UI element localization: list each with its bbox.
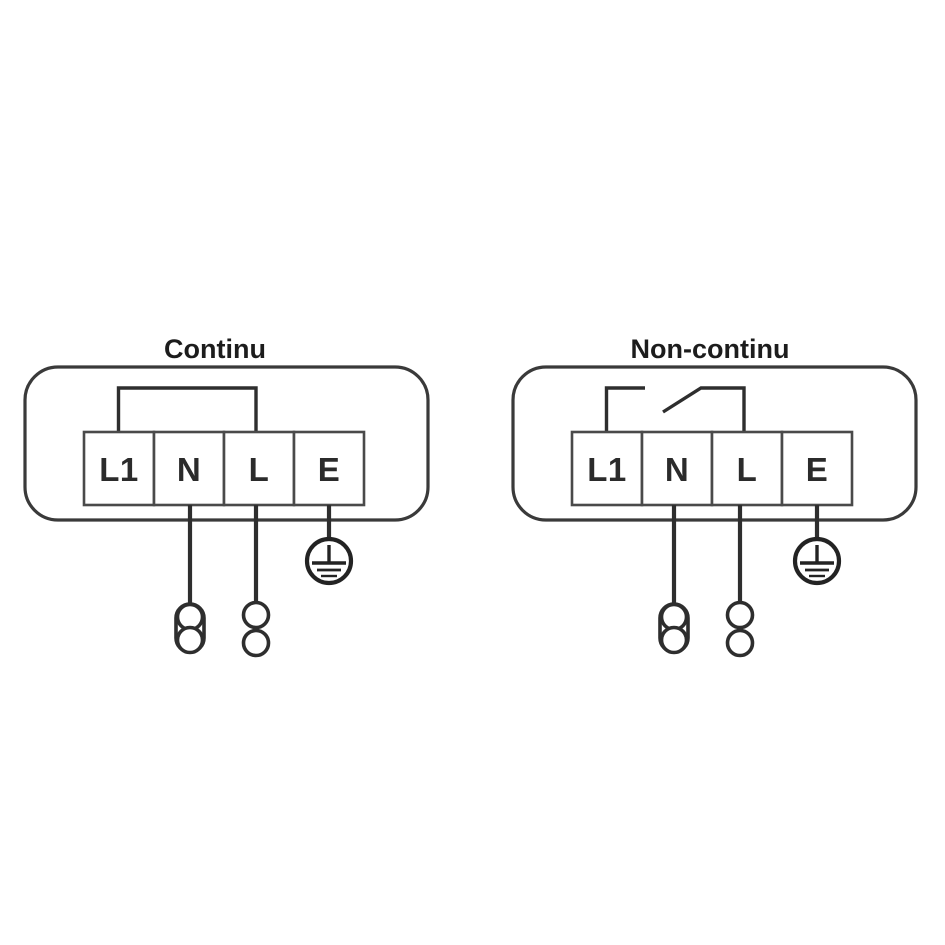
connector-circle-l-top-2 — [725, 600, 755, 630]
connector-l-pair — [241, 600, 271, 658]
earth-symbol-non-continu — [792, 536, 842, 586]
terminal-box-l-2[interactable] — [710, 430, 784, 507]
terminal-label-l1: L1 — [99, 451, 139, 488]
terminal-box-l1[interactable] — [82, 430, 156, 507]
terminal-block-continu: L1 N L E — [82, 430, 366, 507]
panel-continu: Continu L1 N L E — [23, 334, 430, 658]
earth-symbol-continu — [304, 536, 354, 586]
jumper-link-l1-to-l — [116, 386, 258, 432]
switch-blade-and-right-leg — [662, 386, 746, 432]
connector-l-pair-2 — [725, 600, 755, 658]
terminal-label-e-2: E — [806, 451, 829, 488]
panel-title-continu: Continu — [164, 334, 266, 364]
connector-circle-n-bottom-2 — [659, 625, 689, 655]
terminal-label-l1-2: L1 — [587, 451, 627, 488]
panel-title-non-continu: Non-continu — [631, 334, 790, 364]
terminal-block-non-continu: L1 N L E — [570, 430, 854, 507]
panel-non-continu: Non-continu L1 N L E — [511, 334, 918, 658]
switch-left-leg — [604, 386, 645, 432]
terminal-box-e-2[interactable] — [780, 430, 854, 507]
terminal-label-n: N — [177, 451, 201, 488]
terminal-label-e: E — [318, 451, 341, 488]
terminal-box-l1-2[interactable] — [570, 430, 644, 507]
terminal-label-l-2: L — [737, 451, 758, 488]
terminal-label-l: L — [249, 451, 270, 488]
enclosure-outline-continu — [23, 365, 430, 522]
enclosure-outline-non-continu — [511, 365, 918, 522]
connector-circle-l-bottom-2 — [725, 628, 755, 658]
connector-circle-l-bottom — [241, 628, 271, 658]
terminal-label-n-2: N — [665, 451, 689, 488]
connector-n-capsule-2 — [658, 602, 690, 655]
connector-circle-l-top — [241, 600, 271, 630]
connector-circle-n-bottom — [175, 625, 205, 655]
terminal-box-e[interactable] — [292, 430, 366, 507]
connector-n-capsule — [174, 602, 206, 655]
